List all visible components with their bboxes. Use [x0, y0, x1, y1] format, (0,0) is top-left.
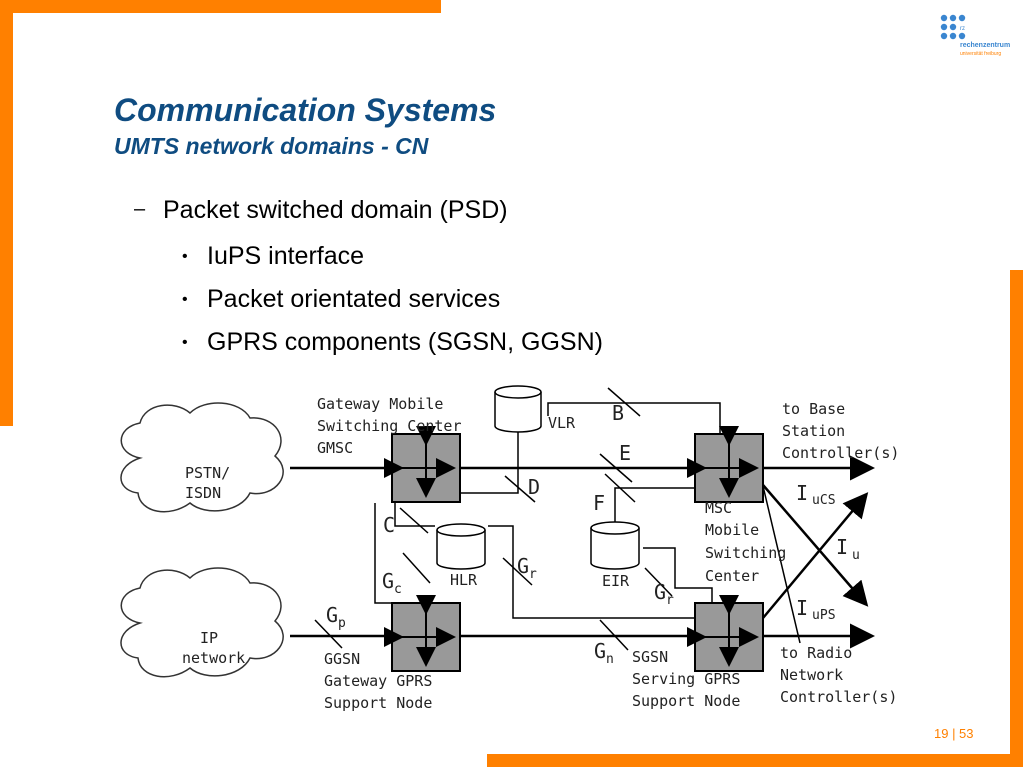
vlr-label: VLR — [548, 414, 576, 432]
ggsn-label-line3: Support Node — [324, 694, 432, 712]
left-orange-bar — [0, 0, 13, 426]
msc-label-line1: MSC — [705, 499, 732, 517]
pstn-label: PSTN/ — [185, 464, 230, 482]
sgsn-label-line3: Support Node — [632, 692, 740, 710]
interface-gr-eir-label: Gr — [654, 580, 674, 608]
interface-gr-hlr-label: Gr — [517, 554, 537, 582]
bullet-marker: • — [182, 248, 188, 265]
logo-line1: rechenzentrum — [960, 42, 1011, 49]
gmsc-label-line3: GMSC — [317, 439, 353, 457]
bsc-label-line1: to Base — [782, 400, 845, 418]
level1-bullet: Packet switched domain (PSD) — [163, 196, 508, 224]
ggsn-node — [391, 602, 461, 672]
msc-node — [694, 433, 764, 503]
gmsc-label-line2: Switching Center — [317, 417, 462, 435]
bullet-packet-services: Packet orientated services — [207, 285, 501, 313]
eir-database-icon: EIR — [590, 521, 640, 590]
hlr-label: HLR — [450, 571, 478, 589]
right-orange-bar — [1010, 270, 1023, 767]
interface-e-label: E — [619, 441, 631, 465]
bullet-marker: • — [182, 334, 188, 351]
interface-f-label: F — [593, 491, 605, 515]
eir-label: EIR — [602, 572, 630, 590]
connection-lines — [290, 402, 875, 649]
isdn-label: ISDN — [185, 484, 221, 502]
interface-gn-label: Gn — [594, 639, 614, 667]
msc-label-line3: Switching — [705, 544, 786, 562]
hlr-database-icon: HLR — [436, 523, 486, 589]
bullet-gprs-components: GPRS components (SGSN, GGSN) — [207, 328, 603, 356]
bsc-label-line2: Station — [782, 422, 845, 440]
top-orange-bar — [0, 0, 441, 13]
logo-line2: universität freiburg — [960, 51, 1002, 57]
bullet-iups: IuPS interface — [207, 242, 365, 270]
interface-c-label: C — [383, 513, 395, 537]
rnc-label-line1: to Radio — [780, 644, 852, 662]
gmsc-node — [391, 433, 461, 503]
ip-network-cloud: IP network — [120, 567, 284, 678]
msc-label-line2: Mobile — [705, 521, 759, 539]
bsc-label-line3: Controller(s) — [782, 444, 899, 462]
msc-label-line4: Center — [705, 567, 759, 585]
interface-gp-label: Gp — [326, 603, 346, 631]
sgsn-label-line1: SGSN — [632, 648, 668, 666]
umts-network-diagram: PSTN/ ISDN IP network — [120, 385, 899, 712]
interface-ticks — [314, 387, 673, 651]
rechenzentrum-logo-icon: rz — [940, 14, 966, 40]
rnc-label-line2: Network — [780, 666, 843, 684]
bullet-marker: • — [182, 291, 188, 308]
page-number: 19 | 53 — [934, 726, 974, 741]
interface-d-label: D — [528, 475, 540, 499]
vlr-database-icon: VLR — [494, 385, 576, 433]
rnc-label-line3: Controller(s) — [780, 688, 897, 706]
page-title: Communication Systems — [114, 92, 497, 128]
ggsn-label-line2: Gateway GPRS — [324, 672, 432, 690]
ip-label: IP — [200, 629, 218, 647]
pstn-isdn-cloud: PSTN/ ISDN — [120, 402, 284, 513]
interface-b-label: B — [612, 401, 624, 425]
sgsn-node — [694, 602, 764, 672]
sgsn-label-line2: Serving GPRS — [632, 670, 740, 688]
level1-marker: – — [134, 198, 146, 220]
gmsc-label-line1: Gateway Mobile — [317, 395, 443, 413]
ggsn-label-line1: GGSN — [324, 650, 360, 668]
bottom-orange-bar — [487, 754, 1023, 767]
interface-gc-label: Gc — [382, 569, 402, 597]
logo-mark: rz — [960, 26, 965, 32]
page-subtitle: UMTS network domains - CN — [114, 133, 429, 159]
network-label: network — [182, 649, 245, 667]
